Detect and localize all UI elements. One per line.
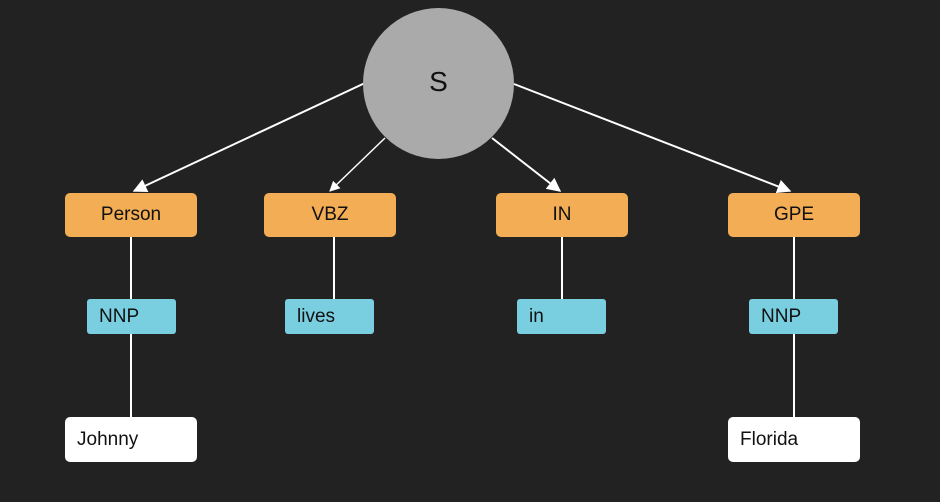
word-node-florida: Florida [728,417,860,462]
root-node-s: S [363,8,514,159]
edge-s-to-vbz [329,137,386,192]
edge-s-to-gpe [513,83,792,193]
pos-node-nnp-1: NNP [87,299,176,334]
pos-node-nnp-2: NNP [749,299,838,334]
tag-node-person: Person [65,193,197,237]
pos-node-lives: lives [285,299,374,334]
word-node-johnny: Johnny [65,417,197,462]
tag-node-vbz: VBZ [264,193,396,237]
pos-node-in: in [517,299,606,334]
edge-s-to-person [132,82,366,193]
tag-node-gpe: GPE [728,193,860,237]
tag-node-in: IN [496,193,628,237]
edge-s-to-in [491,137,562,192]
